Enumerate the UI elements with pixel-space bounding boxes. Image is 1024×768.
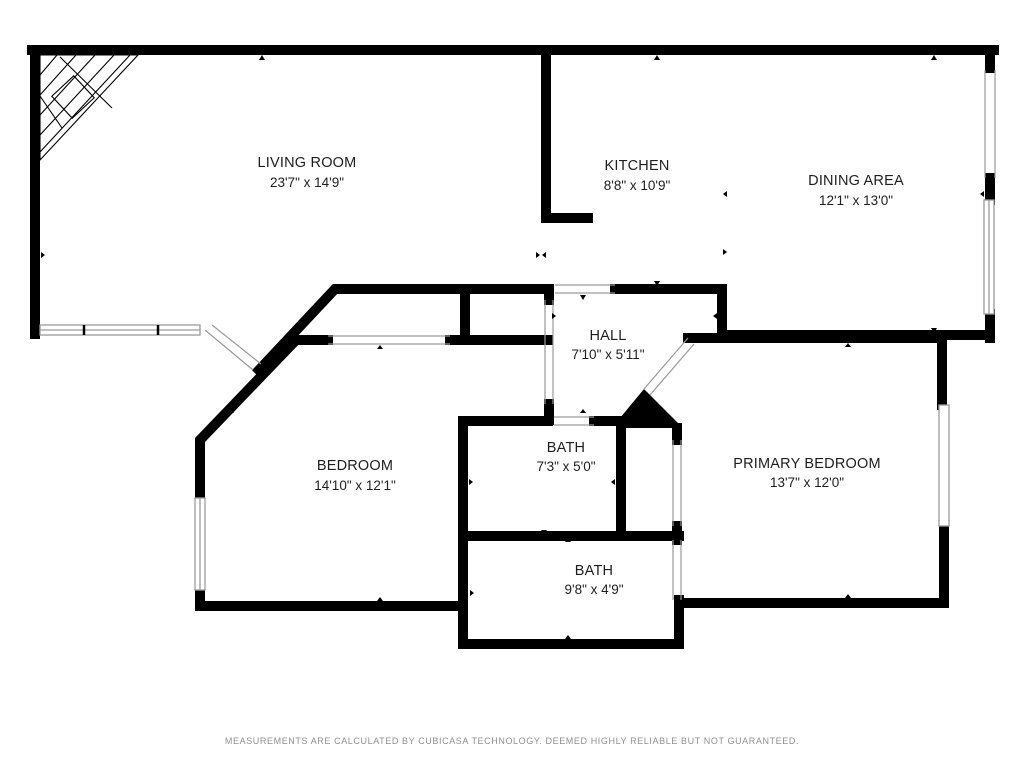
windows [39, 199, 995, 591]
openings [204, 70, 996, 600]
wall-kitchen-partition [541, 47, 593, 223]
wall-bedroom-diagonal [195, 332, 304, 503]
dims-bedroom: 14'10" x 12'1" [314, 478, 396, 493]
label-primary-bedroom: PRIMARY BEDROOM [733, 456, 881, 472]
wall-closet-top [251, 284, 553, 378]
label-dining-area: DINING AREA [808, 173, 904, 189]
label-living-room: LIVING ROOM [258, 155, 357, 171]
dims-bath-1: 7'3" x 5'0" [536, 459, 595, 474]
wall-closet-wedge [620, 389, 678, 428]
dims-living-room: 23'7" x 14'9" [270, 175, 344, 190]
label-hall: HALL [589, 328, 626, 344]
walls [27, 45, 999, 649]
wall-primary-bottom [674, 521, 949, 608]
dimension-ticks [41, 55, 984, 639]
fireplace [39, 54, 140, 162]
window-primary-right [938, 404, 950, 527]
wall-hall-top-right [610, 284, 727, 340]
dims-hall: 7'10" x 5'11" [571, 347, 644, 362]
label-bath-1: BATH [547, 440, 585, 456]
wall-bath1 [458, 416, 684, 649]
dims-dining-area: 12'1" x 13'0" [819, 193, 893, 208]
dims-primary-bedroom: 13'7" x 12'0" [770, 475, 844, 490]
dims-bath-2: 9'8" x 4'9" [564, 582, 623, 597]
label-bath-2: BATH [575, 563, 613, 579]
disclaimer: MEASUREMENTS ARE CALCULATED BY CUBICASA … [224, 736, 800, 746]
room-labels: LIVING ROOM 23'7" x 14'9" KITCHEN 8'8" x… [258, 155, 904, 597]
wall-bedroom-lower-left [195, 585, 466, 611]
label-bedroom: BEDROOM [317, 458, 393, 474]
dims-kitchen: 8'8" x 10'9" [604, 178, 671, 193]
label-kitchen: KITCHEN [604, 158, 669, 174]
wall-primary-top [683, 333, 947, 410]
